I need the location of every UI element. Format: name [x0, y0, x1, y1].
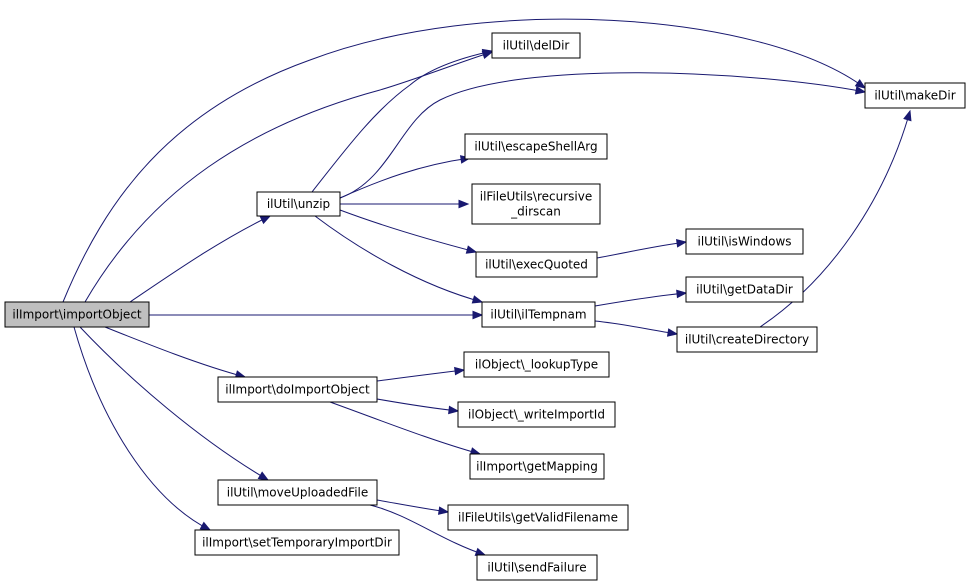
call-edge-unzip-to-ilTempnam	[314, 215, 484, 304]
node-label: ilObject\_lookupType	[475, 358, 598, 372]
call-edge-importObject-to-setTemporaryImportDir	[73, 326, 212, 531]
call-edge-execQuoted-to-isWindows	[596, 239, 688, 259]
call-edge-doImportObject-to-writeImportId	[376, 398, 460, 415]
node-label: ilImport\setTemporaryImportDir	[202, 536, 392, 550]
node-label: ilUtil\unzip	[267, 197, 330, 211]
node-setTemporaryImportDir[interactable]: ilImport\setTemporaryImportDir	[194, 529, 400, 556]
call-edge-moveUploadedFile-to-getValidFilename	[376, 499, 450, 515]
node-label: _dirscan	[510, 205, 561, 219]
node-label: ilUtil\isWindows	[697, 235, 791, 249]
node-lookupType[interactable]: ilObject\_lookupType	[463, 351, 610, 378]
node-ilTempnam[interactable]: ilUtil\ilTempnam	[481, 301, 596, 328]
node-importObject[interactable]: ilImport\importObject	[4, 301, 150, 328]
call-edges	[62, 18, 912, 556]
call-edge-importObject-to-unzip	[129, 215, 272, 303]
call-edge-ilTempnam-to-createDirectory	[594, 320, 679, 337]
node-getValidFilename[interactable]: ilFileUtils\getValidFilename	[447, 504, 629, 531]
call-edge-unzip-to-makeDir	[339, 72, 867, 199]
node-label: ilFileUtils\recursive	[480, 190, 592, 204]
node-label: ilUtil\escapeShellArg	[474, 140, 597, 154]
call-edge-createDirectory-to-makeDir	[759, 109, 912, 328]
call-edge-importObject-to-doImportObject	[104, 326, 247, 379]
call-edge-importObject-to-ilTempnam	[149, 310, 484, 320]
node-label: ilObject\_writeImportId	[468, 408, 605, 422]
node-recursiveDirscan[interactable]: ilFileUtils\recursive_dirscan	[471, 183, 601, 225]
node-getMapping[interactable]: ilImport\getMapping	[469, 453, 605, 480]
node-makeDir[interactable]: ilUtil\makeDir	[864, 82, 966, 109]
node-label: ilFileUtils\getValidFilename	[458, 511, 618, 525]
node-label: ilUtil\getDataDir	[696, 283, 793, 297]
node-escapeShellArg[interactable]: ilUtil\escapeShellArg	[464, 133, 608, 160]
call-edge-unzip-to-recursiveDirscan	[340, 199, 470, 209]
node-getDataDir[interactable]: ilUtil\getDataDir	[685, 276, 804, 303]
node-label: ilImport\getMapping	[476, 460, 598, 474]
call-edge-ilTempnam-to-getDataDir	[594, 289, 688, 307]
node-label: ilUtil\execQuoted	[485, 258, 588, 272]
node-execQuoted[interactable]: ilUtil\execQuoted	[475, 251, 598, 278]
node-label: ilUtil\delDir	[503, 39, 570, 53]
function-nodes: ilImport\importObject ilUtil\unzip ilUtil\…	[4, 32, 966, 581]
node-unzip[interactable]: ilUtil\unzip	[256, 191, 341, 217]
call-edge-unzip-to-escapeShellArg	[339, 155, 472, 199]
node-doImportObject[interactable]: ilImport\doImportObject	[217, 376, 378, 403]
node-sendFailure[interactable]: ilUtil\sendFailure	[476, 554, 598, 581]
node-label: ilUtil\createDirectory	[685, 333, 809, 347]
node-moveUploadedFile[interactable]: ilUtil\moveUploadedFile	[217, 479, 378, 506]
call-edge-importObject-to-moveUploadedFile	[79, 326, 270, 481]
node-delDir[interactable]: ilUtil\delDir	[491, 32, 581, 59]
call-edge-importObject-to-makeDir	[62, 18, 867, 303]
call-edge-unzip-to-delDir	[311, 48, 494, 193]
node-label: ilUtil\moveUploadedFile	[227, 486, 369, 500]
node-label: ilUtil\makeDir	[874, 89, 955, 103]
node-label: ilImport\doImportObject	[225, 383, 370, 397]
node-label: ilUtil\sendFailure	[487, 561, 586, 575]
node-label: ilUtil\ilTempnam	[490, 308, 586, 322]
call-edge-unzip-to-execQuoted	[339, 209, 478, 254]
node-label: ilImport\importObject	[12, 308, 142, 322]
call-edge-importObject-to-delDir	[84, 50, 494, 303]
call-edge-doImportObject-to-lookupType	[376, 366, 466, 382]
node-writeImportId[interactable]: ilObject\_writeImportId	[457, 401, 616, 428]
node-createDirectory[interactable]: ilUtil\createDirectory	[676, 326, 818, 353]
node-isWindows[interactable]: ilUtil\isWindows	[685, 228, 804, 255]
